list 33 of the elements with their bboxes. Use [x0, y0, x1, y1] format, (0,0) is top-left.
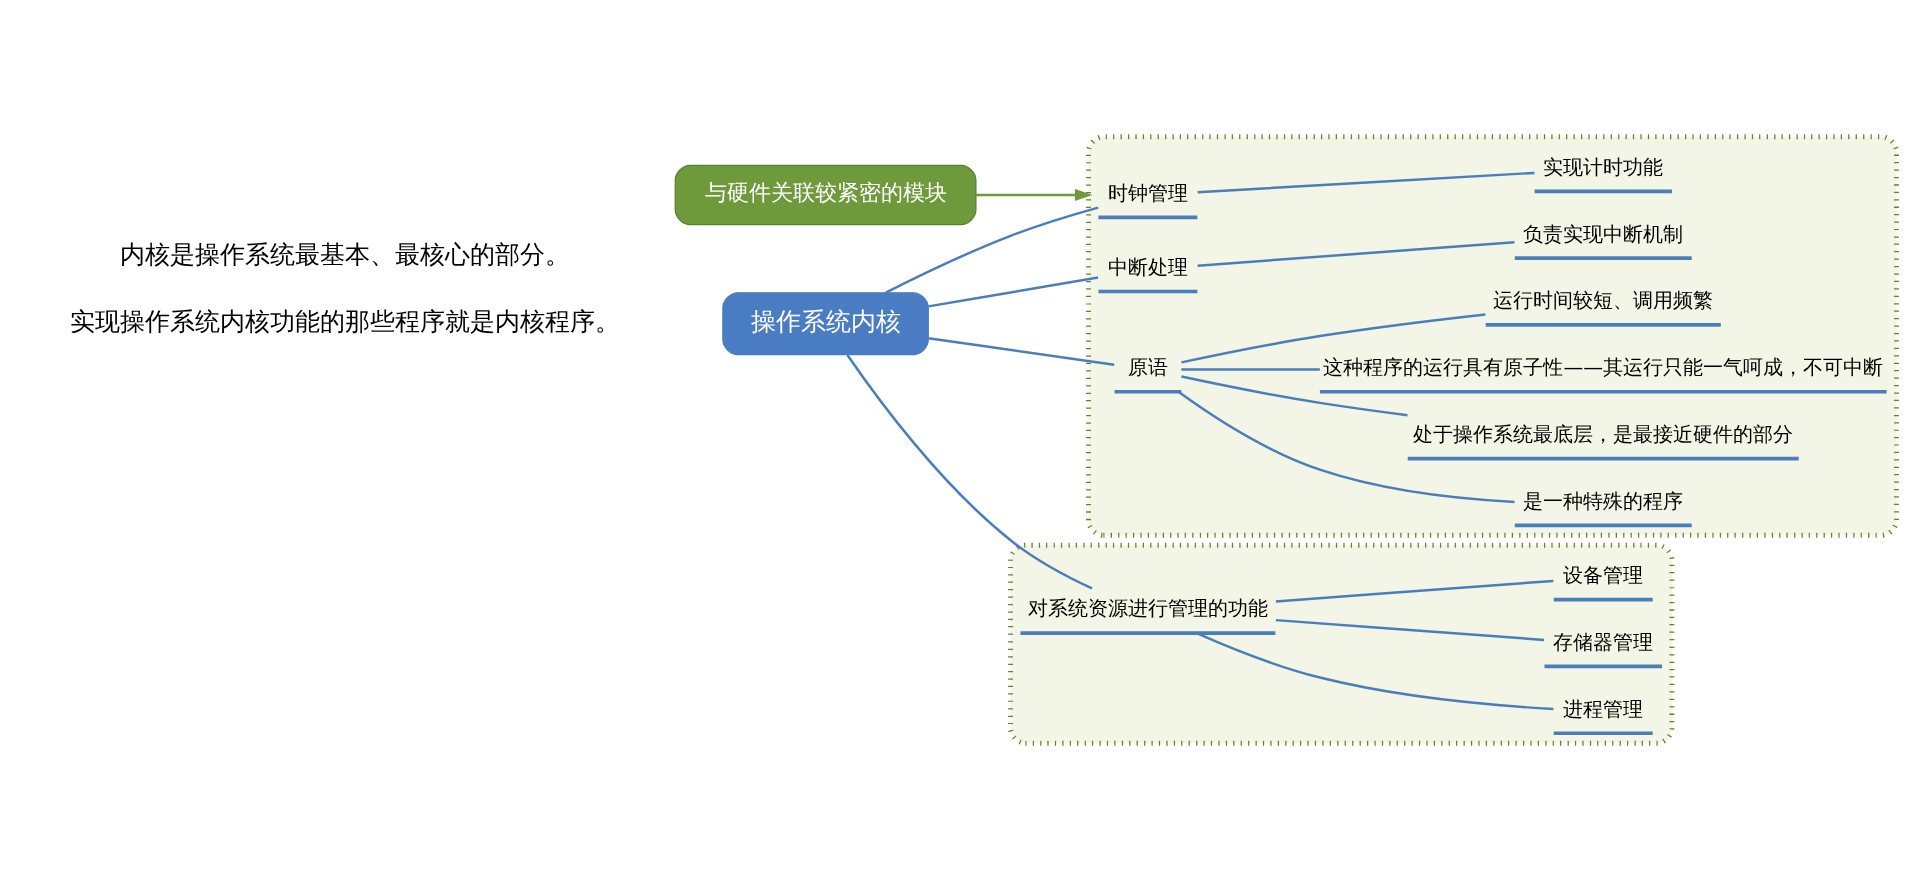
node-text: 负责实现中断机制: [1523, 222, 1684, 246]
connector: [1275, 618, 1545, 642]
connector: [1197, 241, 1515, 267]
node-text: 实现计时功能: [1543, 155, 1664, 179]
connector: [1275, 579, 1554, 603]
connector: [846, 354, 1093, 590]
node-text: 原语: [1127, 356, 1168, 380]
node-text: 存储器管理: [1553, 630, 1654, 654]
connector: [1181, 375, 1408, 417]
cluster: [1086, 134, 1899, 538]
connector: [1181, 313, 1486, 364]
connector: [885, 206, 1099, 294]
node-text: 是一种特殊的程序: [1523, 489, 1684, 513]
label: 内核是操作系统最基本、最核心的部分。: [119, 240, 570, 270]
node-text: 这种程序的运行具有原子性——其运行只能一气呵成，不可中断: [1323, 356, 1884, 380]
node-text: 处于操作系统最底层，是最接近硬件的部分: [1413, 422, 1794, 446]
connector: [1196, 632, 1554, 711]
connector: [928, 337, 1115, 367]
node-text: 时钟管理: [1107, 181, 1188, 205]
node-box: 与硬件关联较紧密的模块: [674, 164, 977, 226]
node-text: 运行时间较短、调用频繁: [1493, 289, 1714, 313]
connector: [1181, 368, 1320, 371]
cluster: [1008, 542, 1675, 746]
connector: [928, 276, 1099, 308]
node-text: 中断处理: [1107, 255, 1188, 279]
node-text: 进程管理: [1563, 697, 1644, 721]
node-box: 操作系统内核: [722, 292, 929, 356]
node-text: 设备管理: [1563, 564, 1644, 588]
arrow: [975, 188, 1093, 202]
node-text: 对系统资源进行管理的功能: [1027, 597, 1268, 621]
connector: [1178, 391, 1515, 504]
connector: [1197, 171, 1535, 194]
label: 实现操作系统内核功能的那些程序就是内核程序。: [69, 306, 620, 336]
